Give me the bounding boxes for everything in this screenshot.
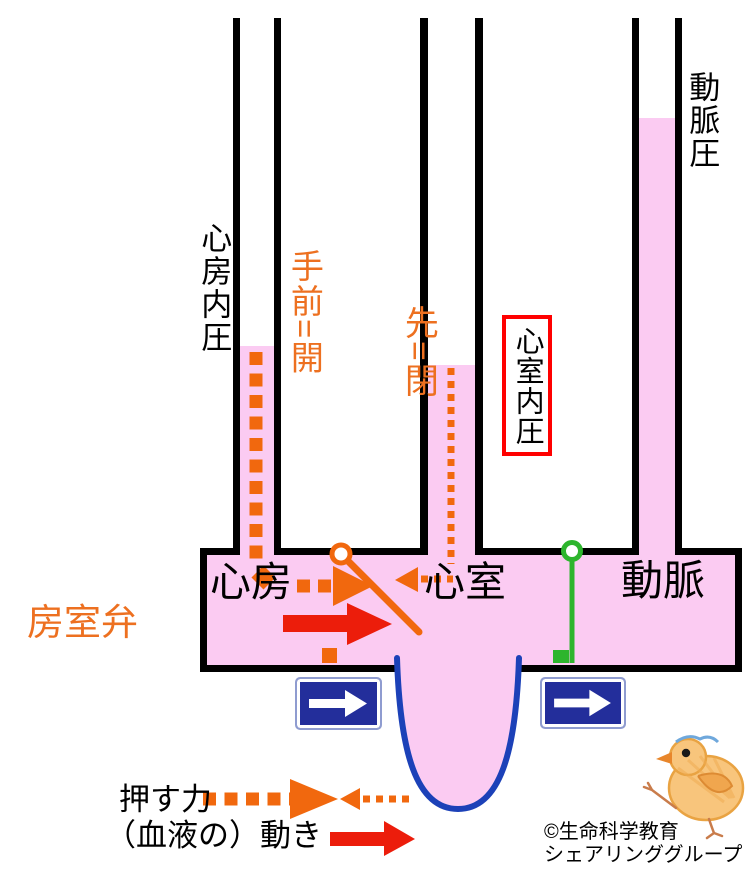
- legend-blood-movement-label: （血液の）動き: [105, 818, 322, 853]
- ventricular-pressure-box: 心室内圧: [502, 315, 552, 456]
- atrial-pressure-label: 心房内圧: [196, 222, 232, 354]
- chamber-top-border: [475, 548, 639, 555]
- chamber-left-wall: [200, 548, 207, 672]
- legend-push-force-arrows: [203, 779, 413, 819]
- chamber-bottom-border: [505, 665, 742, 672]
- ventricular-pressure-label: 心室内圧: [511, 325, 544, 446]
- tube2-left-wall: [420, 18, 428, 555]
- one-way-sign-left: [295, 677, 382, 730]
- artery-label: 動脈: [621, 557, 706, 604]
- credit-line2: シェアリンググループ: [544, 844, 743, 866]
- tube1-left-wall: [233, 18, 240, 555]
- ventricle-label: 心室: [424, 559, 506, 605]
- tube2-right-wall: [475, 18, 483, 555]
- chamber-right-wall: [735, 548, 742, 672]
- credit-line1: ©生命科学教育: [544, 821, 679, 843]
- front-open-label: 手前=開: [286, 249, 324, 376]
- tip-closed-label: 先=閉: [399, 305, 438, 399]
- right-arrow-icon: [309, 690, 367, 717]
- chamber-top-border: [274, 548, 427, 555]
- tube1-right-wall: [274, 18, 281, 555]
- chamber-bottom-border: [200, 665, 397, 672]
- chamber-top-border: [675, 548, 742, 555]
- right-arrow-icon: [554, 689, 611, 717]
- tube3-left-wall: [632, 18, 639, 555]
- legend-push-force-label: 押す力: [119, 782, 212, 817]
- arterial-pressure-label: 動脈圧: [684, 71, 720, 170]
- av-valve-label: 房室弁: [27, 602, 138, 643]
- arterial-pressure-column: [639, 118, 675, 556]
- atrial-pressure-column: [240, 346, 274, 556]
- legend-blood-flow-arrow: [330, 821, 415, 856]
- atrium-label: 心房: [210, 559, 292, 605]
- ventricle-bulge: [394, 655, 522, 813]
- tube3-right-wall: [675, 18, 682, 555]
- chamber-top-border: [200, 548, 240, 555]
- one-way-sign-right: [540, 677, 626, 729]
